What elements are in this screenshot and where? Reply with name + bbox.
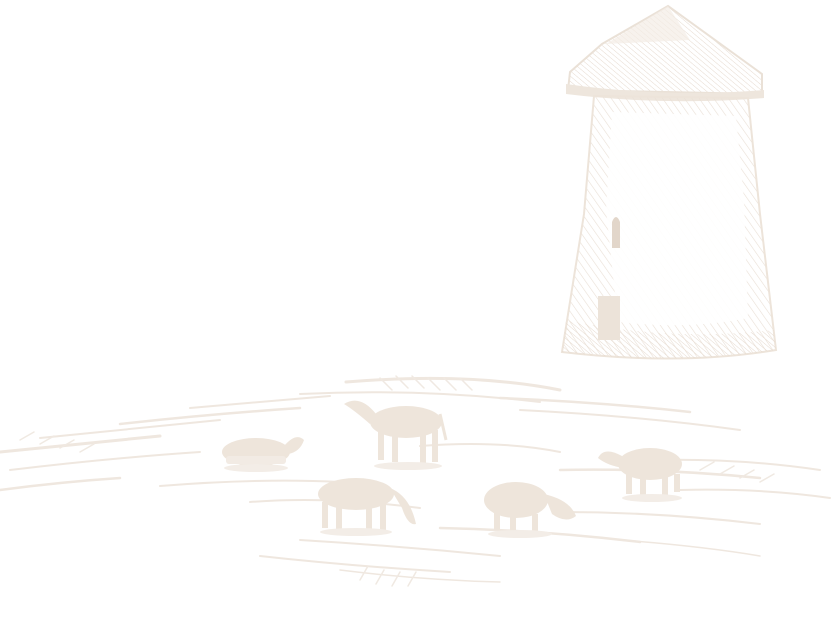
- animal-sheep-right-high: [598, 448, 682, 496]
- grass-strokes: [19, 375, 775, 587]
- animal-horse-center-bottom: [318, 478, 416, 532]
- animal-sheep-left: [222, 437, 304, 466]
- animal-shadows: [224, 462, 682, 538]
- tower-doorway: [612, 217, 620, 248]
- tower: [560, 4, 778, 360]
- animal-horse-center-top: [344, 400, 448, 464]
- animal-sheep-right-low: [484, 482, 576, 532]
